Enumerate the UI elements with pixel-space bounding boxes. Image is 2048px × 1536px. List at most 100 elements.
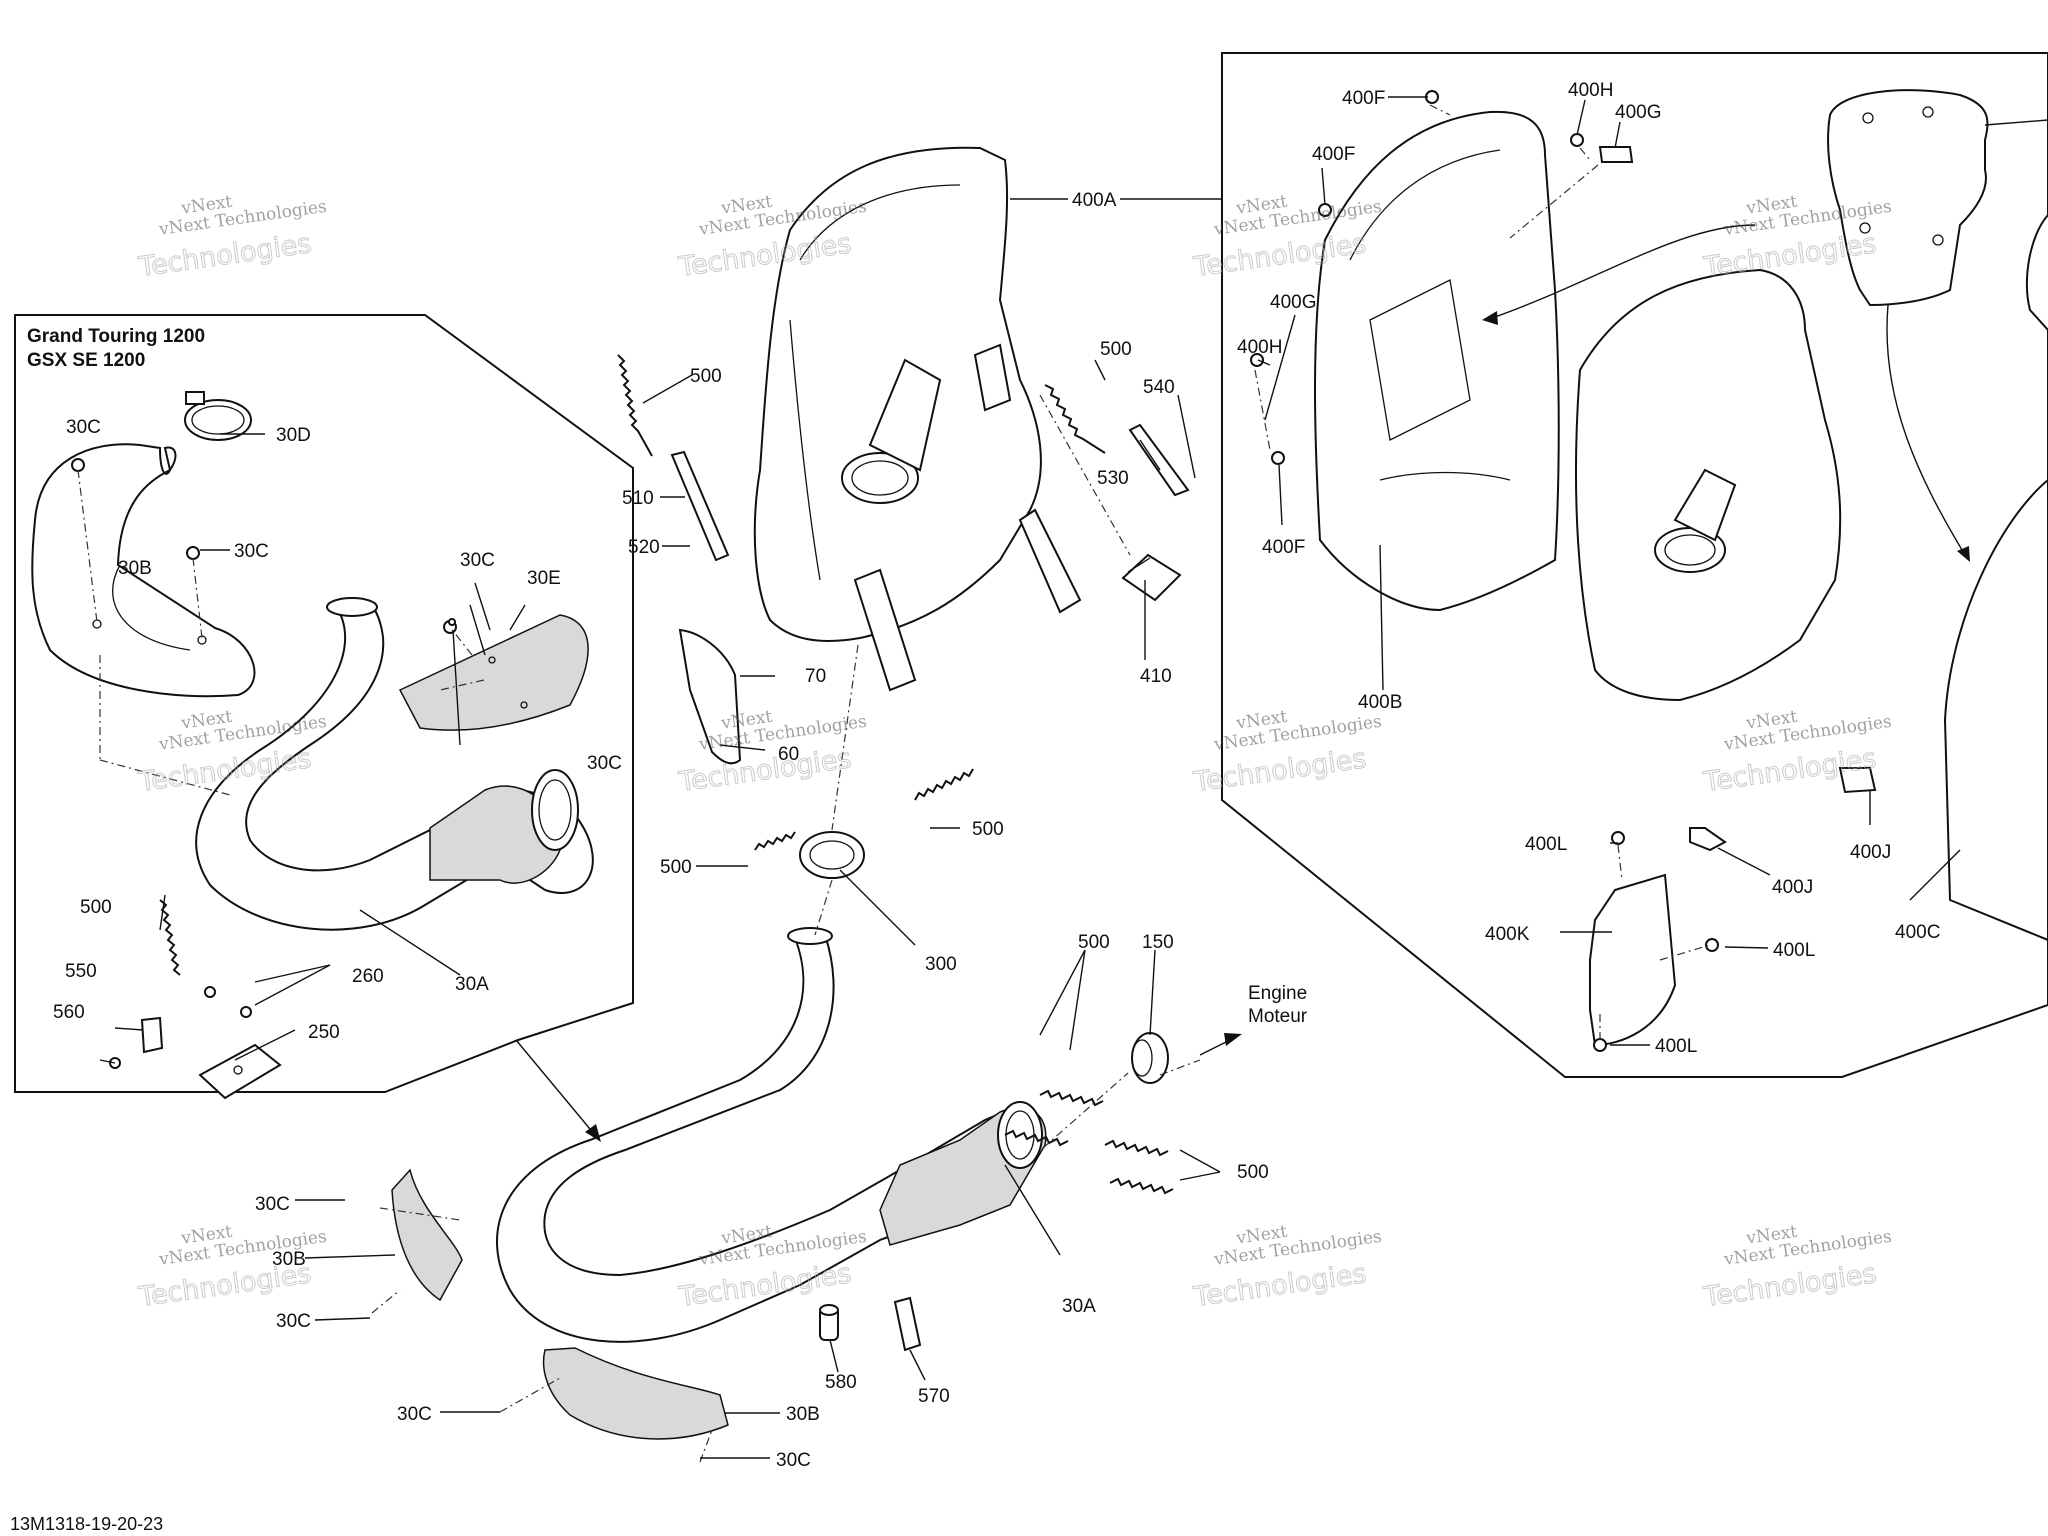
inset-title-line-2: GSX SE 1200 — [27, 350, 145, 371]
label-520: 520 — [628, 537, 660, 558]
label-30C-g: 30C — [397, 1404, 432, 1425]
label-30B-b: 30B — [272, 1249, 306, 1270]
label-410: 410 — [1140, 666, 1172, 687]
label-30D: 30D — [276, 425, 311, 446]
silencer-edge-400c — [1943, 478, 2048, 942]
inset-frame-silencer-cover — [1221, 52, 2048, 1078]
label-500-d: 500 — [972, 819, 1004, 840]
label-400G-b: 400G — [1270, 292, 1316, 313]
gasket-hole-b — [1922, 106, 1934, 118]
label-500-g: 500 — [80, 897, 112, 918]
label-400J-a: 400J — [1850, 842, 1891, 863]
exhaust-pipe-30a-main — [496, 927, 1047, 1343]
exhaust-pipe-30a-inset — [195, 597, 594, 931]
heat-shield-30e — [398, 614, 589, 731]
pad-400j-b — [1838, 767, 1877, 794]
silencer-assembly-400c — [1574, 268, 1842, 702]
edge-right-fragment — [2025, 214, 2048, 331]
seal-300 — [799, 831, 865, 879]
right-inset-hardware — [1250, 90, 1719, 1052]
silencer-body — [753, 146, 1082, 692]
label-550: 550 — [65, 961, 97, 982]
label-300: 300 — [925, 954, 957, 975]
heat-shield-30b-left — [391, 1168, 463, 1302]
label-500-e: 500 — [1078, 932, 1110, 953]
label-400A: 400A — [1072, 190, 1117, 211]
clip-570 — [893, 1296, 922, 1352]
label-30A-a: 30A — [455, 974, 489, 995]
watermark-5: vNext vNext Technologies Technologies — [136, 707, 328, 799]
springs — [159, 354, 1174, 1195]
label-580: 580 — [825, 1372, 857, 1393]
clamp-30d — [184, 391, 252, 441]
label-150: 150 — [1142, 932, 1174, 953]
label-560: 560 — [53, 1002, 85, 1023]
label-30C-a: 30C — [66, 417, 101, 438]
alignment-lines — [77, 104, 1711, 1463]
watermark-9: vNext vNext Technologies Technologies — [136, 1222, 328, 1314]
label-510: 510 — [622, 488, 654, 509]
label-70: 70 — [805, 666, 826, 687]
gasket-hole-d — [1932, 234, 1944, 246]
label-400F-c: 400F — [1262, 537, 1305, 558]
label-570: 570 — [918, 1386, 950, 1407]
silencer-cover-400b — [1314, 110, 1560, 612]
label-400G-a: 400G — [1615, 102, 1661, 123]
seal-150 — [1131, 1032, 1169, 1084]
label-30E: 30E — [527, 568, 561, 589]
label-250: 250 — [308, 1022, 340, 1043]
heat-shield-400k — [1589, 873, 1677, 1047]
label-500-c: 500 — [660, 857, 692, 878]
label-530: 530 — [1097, 468, 1129, 489]
label-400J-b: 400J — [1772, 877, 1813, 898]
bracket-510 — [670, 450, 730, 562]
inset-title-line-1: Grand Touring 1200 — [27, 326, 205, 347]
engine-note-line-1: Engine — [1248, 983, 1307, 1004]
label-400H-b: 400H — [1237, 337, 1282, 358]
part-labels: 400A 400F 400F 400F 400G 400G 400H 400H … — [53, 80, 1940, 1471]
bracket-250 — [198, 1043, 282, 1100]
label-500-f: 500 — [1237, 1162, 1269, 1183]
label-400L-c: 400L — [1655, 1036, 1697, 1057]
label-30C-f: 30C — [276, 1311, 311, 1332]
label-30C-h: 30C — [776, 1450, 811, 1471]
label-500-b: 500 — [1100, 339, 1132, 360]
label-400B: 400B — [1358, 692, 1402, 713]
label-30C-e: 30C — [255, 1194, 290, 1215]
label-30A-b: 30A — [1062, 1296, 1096, 1317]
inset-frame-grand-touring — [14, 314, 634, 1093]
label-30C-c: 30C — [460, 550, 495, 571]
label-400L-a: 400L — [1525, 834, 1567, 855]
plate-550 — [140, 1016, 164, 1054]
label-30B-c: 30B — [786, 1404, 820, 1425]
label-30C-d: 30C — [587, 753, 622, 774]
bracket-530 — [1128, 423, 1190, 497]
heat-shield-30b-lower — [542, 1347, 729, 1440]
gasket-outline — [1827, 89, 1989, 307]
watermark-11: vNext vNext Technologies Technologies — [1191, 1222, 1383, 1314]
arrows — [515, 119, 2048, 1142]
pad-400j-a — [1689, 827, 1727, 852]
label-400K: 400K — [1485, 924, 1530, 945]
label-260: 260 — [352, 966, 384, 987]
label-60: 60 — [778, 744, 799, 765]
label-500-a: 500 — [690, 366, 722, 387]
rubber-mount-410 — [1121, 553, 1182, 602]
engine-note-line-2: Moteur — [1248, 1006, 1308, 1027]
label-30B-a: 30B — [118, 558, 152, 579]
watermark-12: vNext vNext Technologies Technologies — [1701, 1222, 1893, 1314]
leader-lines — [99, 96, 1961, 1459]
sleeve-580 — [819, 1304, 839, 1341]
diagram-code: 13M1318-19-20-23 — [10, 1514, 163, 1534]
watermark-3: vNext vNext Technologies Technologies — [1191, 192, 1383, 284]
deflector-60-70 — [678, 628, 742, 765]
label-400L-b: 400L — [1773, 940, 1815, 961]
gasket-hole-a — [1862, 112, 1874, 124]
label-540: 540 — [1143, 377, 1175, 398]
label-30C-b: 30C — [234, 541, 269, 562]
gasket-hole-c — [1859, 222, 1871, 234]
label-400H-a: 400H — [1568, 80, 1613, 101]
label-400F-a: 400F — [1342, 88, 1385, 109]
watermark-1: vNext vNext Technologies Technologies — [136, 192, 328, 284]
